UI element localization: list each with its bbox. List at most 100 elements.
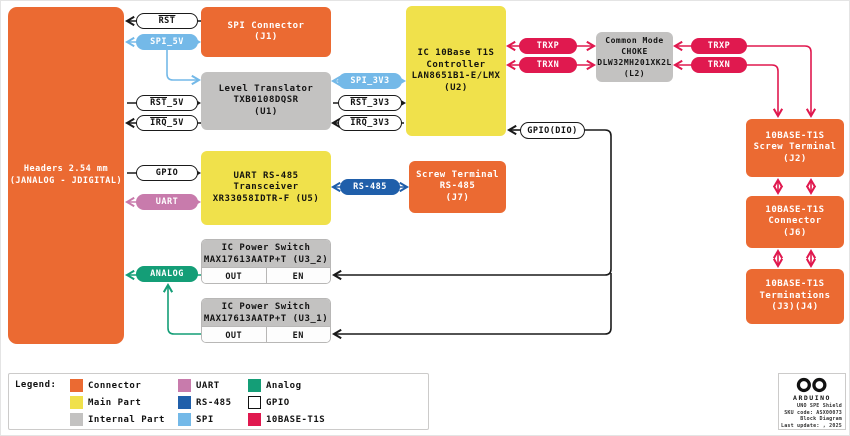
footer-shield-name: UNO SPE Shield (797, 403, 842, 409)
signal-pill-gpio: GPIO (136, 165, 198, 181)
legend-box: Legend: Connector Main Part Internal Par… (8, 373, 429, 430)
block-t1s-connector: 10BASE-T1S Connector (J6) (746, 196, 844, 248)
block-label: (J3)(J4) (771, 302, 819, 313)
block-label: (U2) (444, 82, 468, 93)
block-label: MAX17613AATP+T (U3_1) (203, 314, 329, 324)
legend-item-rs485: RS-485 (178, 396, 232, 409)
pill-label: _5V (167, 118, 184, 128)
brand-name: ARDUINO (793, 394, 831, 402)
signal-pill-uart: UART (136, 194, 198, 210)
legend-label: UART (196, 380, 220, 391)
rs485-swatch (178, 396, 191, 409)
signal-pill-irq-5v: IRQ_5V (136, 115, 198, 131)
legend-item-internal-part: Internal Part (70, 413, 165, 426)
signal-pill-spi-5v: SPI_5V (136, 34, 198, 50)
block-label: 10BASE-T1S (765, 279, 825, 290)
analog-swatch (248, 379, 261, 392)
block-label: (J7) (445, 192, 470, 203)
pill-label: SPI_3V3 (350, 76, 390, 86)
gpio-swatch (248, 396, 261, 409)
block-label: Terminations (759, 290, 831, 301)
block-t1s-terminations: 10BASE-T1S Terminations (J3)(J4) (746, 269, 844, 324)
block-label: DLW32MH201XK2L (597, 58, 672, 67)
block-t1s-screw-terminal: 10BASE-T1S Screw Terminal (J2) (746, 119, 844, 177)
block-label: Common Mode (605, 36, 664, 45)
legend-label: SPI (196, 414, 214, 425)
block-label: Headers 2.54 mm (23, 164, 109, 174)
pill-label: SPI_5V (150, 37, 184, 47)
cell-out-u3-1: OUT (202, 327, 267, 342)
pill-label: TRXP (536, 41, 560, 51)
cell-out-u3-2: OUT (202, 268, 267, 283)
pill-label: _5V (167, 98, 184, 108)
legend-label: Connector (88, 380, 142, 391)
legend-item-gpio: GPIO (248, 396, 290, 409)
pill-label: GPIO(DIO) (527, 125, 578, 136)
block-common-mode-choke: Common Mode CHOKE DLW32MH201XK2L (L2) (596, 32, 673, 82)
footer-last-update: Last update: , 2025 (781, 422, 842, 429)
signal-pill-analog: ANALOG (136, 266, 198, 282)
block-label: (J1) (254, 32, 278, 42)
pill-label: ANALOG (150, 269, 184, 279)
pill-label: RST (150, 98, 167, 108)
cell-en-u3-1: EN (266, 327, 330, 342)
block-label: Level Translator (218, 83, 314, 94)
block-headers: Headers 2.54 mm (JANALOG - JDIGITAL) (8, 7, 124, 344)
block-label: Screw Terminal (416, 169, 499, 180)
signal-pill-spi-3v3: SPI_3V3 (338, 73, 402, 89)
block-label: 10BASE-T1S (765, 204, 825, 215)
wire-analog-out1 (162, 282, 201, 335)
pill-label: TRXN (536, 60, 560, 70)
block-label: CHOKE (621, 47, 648, 56)
block-label: TXB0108DQSR (233, 95, 299, 106)
uart-swatch (178, 379, 191, 392)
legend-title: Legend: (15, 380, 57, 390)
pill-label: RST (158, 16, 176, 26)
pill-label: _3V3 (367, 118, 390, 128)
pill-label: _3V3 (367, 98, 390, 108)
block-label: (L2) (623, 69, 646, 78)
footer-doc-type: Block Diagram (800, 416, 842, 422)
block-label: Connector (768, 216, 822, 227)
pill-label: UART (155, 197, 179, 207)
legend-item-analog: Analog (248, 379, 302, 392)
t1s-swatch (248, 413, 261, 426)
signal-pill-trxp-right: TRXP (691, 38, 747, 54)
block-label: RS-485 (439, 181, 476, 192)
legend-label: Analog (266, 380, 302, 391)
block-label: (JANALOG - JDIGITAL) (9, 175, 123, 186)
main-part-swatch (70, 396, 83, 409)
pill-label: GPIO (155, 168, 179, 178)
block-label: 10BASE-T1S (765, 130, 825, 141)
block-label: SPI Connector (227, 20, 305, 31)
title-block: ARDUINO UNO SPE Shield SKU code: ASX0007… (778, 373, 846, 430)
block-uart-transceiver: UART RS-485 Transceiver XR33058IDTR-F (U… (201, 151, 331, 225)
block-label: IC 10Base T1S (417, 48, 495, 58)
arduino-logo (796, 377, 827, 393)
block-ic-power-switch-u3-2: IC Power Switch MAX17613AATP+T (U3_2) OU… (201, 239, 331, 284)
signal-pill-irq-3v3: IRQ_3V3 (338, 115, 402, 131)
legend-label: RS-485 (196, 397, 232, 408)
block-label: (J2) (783, 153, 807, 164)
spi-swatch (178, 413, 191, 426)
legend-item-uart: UART (178, 379, 220, 392)
wire-trxp-right (672, 40, 817, 119)
block-label: (J6) (783, 227, 807, 238)
pill-label: RS-485 (353, 182, 387, 192)
signal-pill-trxp-left: TRXP (519, 38, 577, 54)
legend-item-main-part: Main Part (70, 396, 141, 409)
signal-pill-rst-3v3: RST_3V3 (338, 95, 402, 111)
legend-label: 10BASE-T1S (266, 414, 326, 425)
signal-pill-rs485: RS-485 (340, 179, 400, 195)
wire-trxn-right (672, 59, 784, 119)
footer-sku: SKU code: ASX00073 (784, 409, 842, 416)
block-label: IC Power Switch (221, 302, 311, 312)
cell-en-u3-2: EN (266, 268, 330, 283)
block-label: Controller (426, 59, 486, 70)
legend-item-connector: Connector (70, 379, 141, 392)
legend-label: Main Part (88, 397, 142, 408)
signal-pill-trxn-right: TRXN (691, 57, 747, 73)
block-spi-connector: SPI Connector (J1) (201, 7, 331, 57)
signal-pill-rst: RST (136, 13, 198, 29)
